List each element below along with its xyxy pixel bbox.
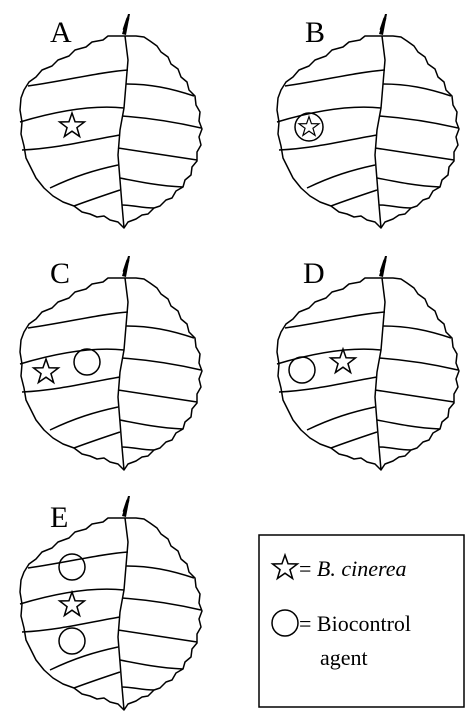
circle-icon xyxy=(271,609,299,637)
star-icon xyxy=(58,591,86,617)
star-icon xyxy=(329,348,357,374)
panel-label-e: E xyxy=(50,501,68,534)
legend-pathogen-label: = B. cinerea xyxy=(299,556,407,581)
circle-icon xyxy=(58,627,86,655)
panel-label-c: C xyxy=(50,257,70,290)
panel-label-d: D xyxy=(303,257,325,290)
panel-b: B xyxy=(275,12,461,230)
circle-icon xyxy=(288,356,316,384)
circle-icon xyxy=(73,348,101,376)
panel-label-a: A xyxy=(50,16,72,49)
star-icon xyxy=(58,112,86,138)
leaf-outline-a xyxy=(18,12,204,230)
circle-icon xyxy=(58,553,86,581)
panel-a: A xyxy=(18,12,204,230)
panel-d: D xyxy=(275,254,461,472)
circle-icon xyxy=(294,112,324,142)
panel-e: E xyxy=(18,494,204,712)
panel-label-b: B xyxy=(305,16,325,49)
legend: = B. cinerea = Biocontrol agent xyxy=(258,534,465,708)
star-icon xyxy=(32,358,60,384)
star-icon xyxy=(298,115,320,136)
panel-c: C xyxy=(18,254,204,472)
legend-agent-label-line2: agent xyxy=(320,645,368,670)
legend-agent-label-line1: = Biocontrol xyxy=(299,611,411,636)
leaf-outline-e xyxy=(18,494,204,712)
